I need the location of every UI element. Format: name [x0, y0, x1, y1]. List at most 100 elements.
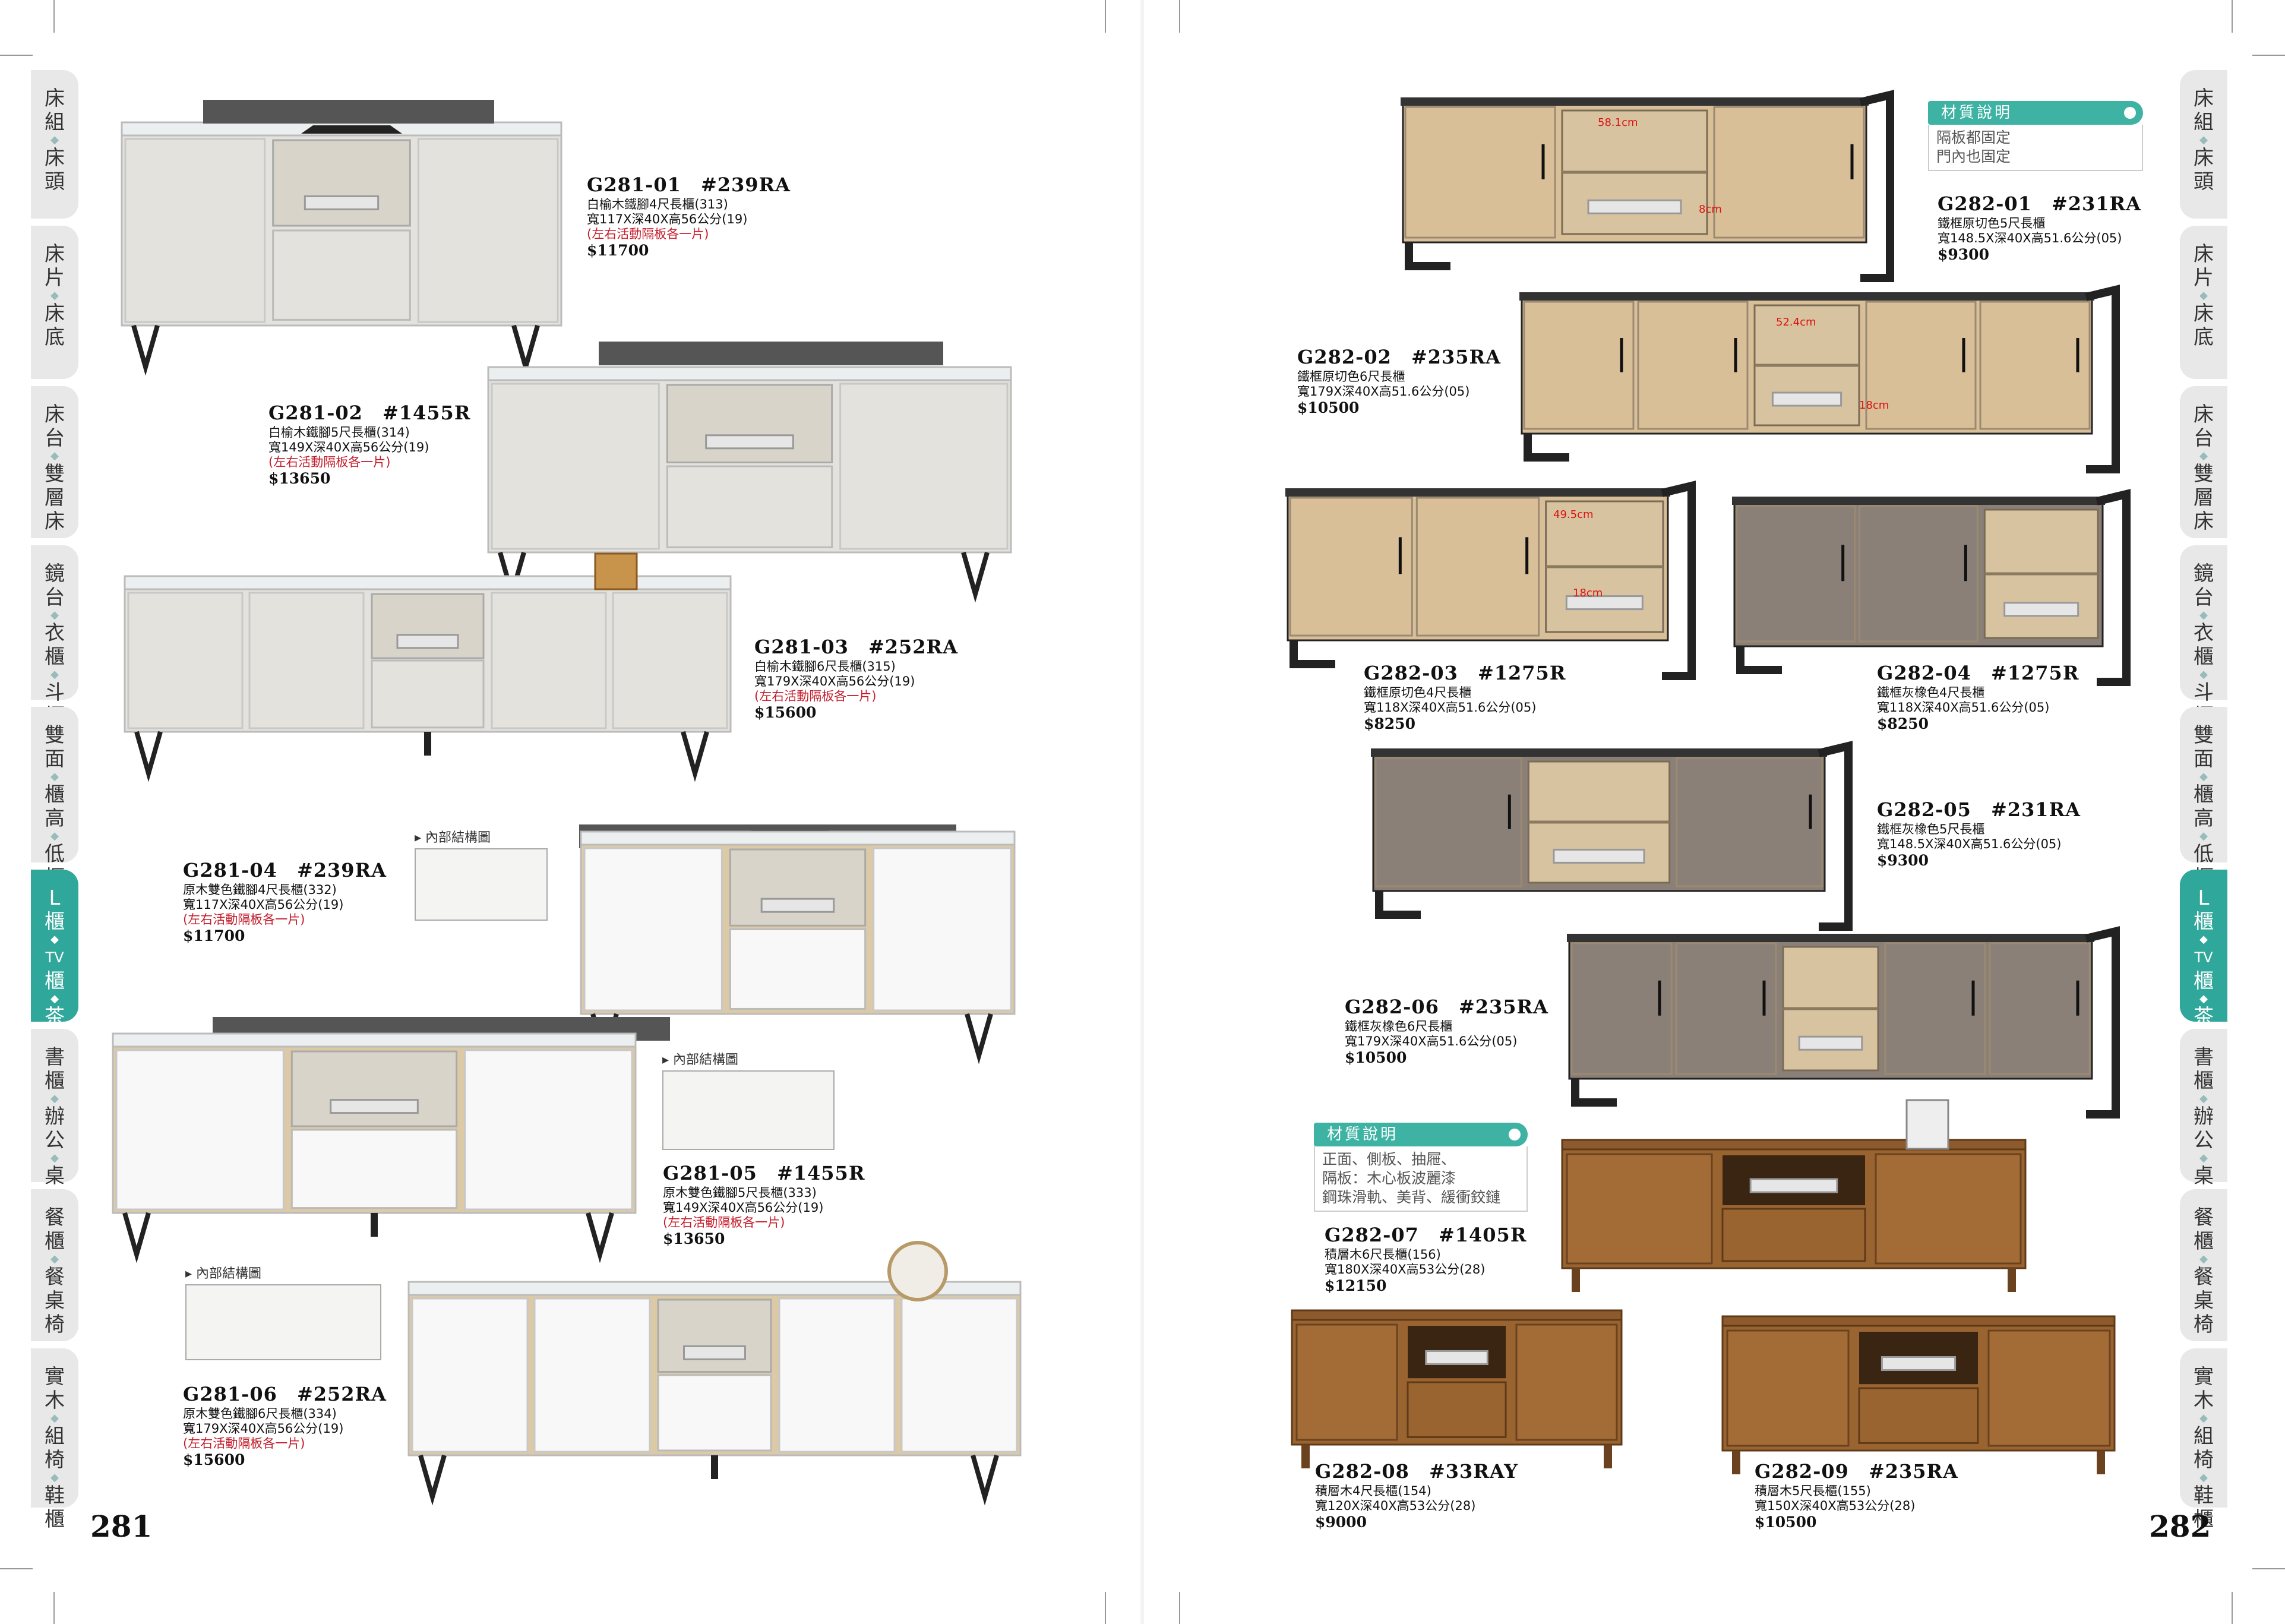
- product-size: 寬180X深40X高53公分(28): [1325, 1262, 1486, 1277]
- category-tab-char: 辦: [45, 1105, 65, 1129]
- category-tab[interactable]: 書櫃◆辦公◆桌書桌: [2180, 1029, 2227, 1236]
- dvd-player: [1565, 595, 1644, 611]
- category-tab[interactable]: 床片◆床底: [2180, 226, 2227, 379]
- iron-leg: [1290, 640, 1335, 668]
- dimension-label: 18cm: [1573, 587, 1603, 599]
- iron-leg: [1375, 891, 1421, 919]
- category-tab-char: 底: [2194, 326, 2214, 349]
- product-note: (左右活動隔板各一片): [663, 1215, 785, 1230]
- door: [1523, 301, 1635, 430]
- category-tab[interactable]: 實木◆組椅◆鞋櫃: [31, 1348, 78, 1531]
- category-tab[interactable]: 鏡台◆衣櫃◆斗櫃: [2180, 545, 2227, 728]
- category-tab-char: 斗: [45, 681, 65, 704]
- category-tab-char: 櫃: [2194, 910, 2214, 934]
- category-tab-char: 組: [45, 1424, 65, 1448]
- inner-structure-image: [185, 1284, 381, 1360]
- drawer: [290, 1129, 458, 1209]
- category-tab-char: 面: [45, 747, 65, 771]
- dvd-player: [1798, 1035, 1863, 1051]
- open-shelf: [657, 1298, 772, 1373]
- dvd-player: [304, 195, 380, 210]
- category-tab-char: 實: [45, 1365, 65, 1389]
- door: [1736, 505, 1856, 643]
- drawer: [1407, 1381, 1507, 1438]
- product-caption: G282-05 #231RA 鐵框灰橡色5尺長櫃 寬148.5X深40X高51.…: [1877, 795, 2081, 870]
- category-tab[interactable]: 床台◆雙層床: [2180, 386, 2227, 538]
- door: [1989, 942, 2091, 1075]
- dimension-label: 8cm: [1699, 203, 1722, 216]
- drawer: [1721, 1208, 1866, 1262]
- dvd-player: [1771, 391, 1842, 407]
- door: [1865, 301, 1977, 430]
- dvd-player: [683, 1345, 746, 1360]
- category-tab-char: 層: [45, 486, 65, 510]
- category-tab-char: 台: [45, 586, 65, 609]
- category-tab-char: 頭: [2194, 170, 2214, 194]
- product-size: 寬117X深40X高56公分(19): [183, 898, 344, 912]
- product-size: 寬148.5X深40X高51.6公分(05): [1877, 837, 2062, 851]
- product-note: (左右活動隔板各一片): [587, 227, 709, 241]
- product-code: G282-04 #1275R: [1877, 662, 2079, 684]
- category-tab-char: 餐: [2194, 1265, 2214, 1289]
- category-tab-char: 雙: [2194, 462, 2214, 486]
- wood-leg: [1572, 1268, 1580, 1292]
- category-tab[interactable]: 床組◆床頭: [31, 70, 78, 219]
- category-tab-char: 台: [2194, 586, 2214, 609]
- category-tab-char: TV: [2194, 949, 2213, 966]
- open-shelf: [290, 1050, 458, 1127]
- door: [417, 138, 559, 323]
- desk-clock: [594, 552, 638, 590]
- category-tab-char: 櫃: [2194, 1230, 2214, 1253]
- category-tab[interactable]: L櫃◆TV櫃◆茶几: [31, 870, 78, 1053]
- category-tab[interactable]: 床組◆床頭: [2180, 70, 2227, 219]
- wall-panel: [203, 100, 494, 124]
- category-tab-char: 床: [2194, 302, 2214, 326]
- category-tab[interactable]: 鏡台◆衣櫃◆斗櫃: [31, 545, 78, 728]
- category-tab-char: 櫃: [2194, 783, 2214, 807]
- category-tab[interactable]: 實木◆組椅◆鞋櫃: [2180, 1348, 2227, 1531]
- open-shelf: [666, 384, 833, 463]
- separator-dot: ◆: [2199, 1412, 2208, 1424]
- door: [1675, 942, 1777, 1075]
- door: [873, 847, 1012, 1012]
- category-tab[interactable]: 餐櫃◆餐桌椅: [2180, 1189, 2227, 1341]
- door: [115, 1049, 285, 1211]
- metal-leg: [511, 324, 540, 376]
- category-tab-char: 公: [45, 1129, 65, 1152]
- iron-frame: [1859, 90, 1894, 282]
- dvd-player: [1749, 1178, 1838, 1193]
- product-name: 鐵框灰橡色6尺長櫃: [1345, 1019, 1453, 1034]
- category-tab-char: 櫃: [45, 645, 65, 669]
- category-tab[interactable]: 餐櫃◆餐桌椅: [31, 1189, 78, 1341]
- wood-leg: [1301, 1445, 1310, 1468]
- iron-leg: [1524, 434, 1569, 462]
- product-name: 鐵框原切色6尺長櫃: [1297, 369, 1405, 384]
- category-tab[interactable]: 書櫃◆辦公◆桌書桌: [31, 1029, 78, 1236]
- iron-top: [1401, 97, 1869, 106]
- product-price: $10500: [1345, 1049, 1407, 1066]
- iron-frame: [1818, 741, 1853, 931]
- metal-leg: [586, 1212, 614, 1263]
- separator-dot: ◆: [50, 1253, 59, 1265]
- iron-leg: [1405, 242, 1450, 270]
- crop-mark: [2232, 1592, 2233, 1624]
- crop-mark: [1179, 0, 1180, 33]
- category-tab[interactable]: 床台◆雙層床: [31, 386, 78, 538]
- door: [1566, 1153, 1713, 1265]
- product-price: $10500: [1755, 1514, 1817, 1531]
- category-tab-char: 床: [45, 510, 65, 533]
- product-code: G282-02 #235RA: [1297, 346, 1501, 368]
- crop-mark: [1105, 0, 1106, 33]
- category-tab[interactable]: 床片◆床底: [31, 226, 78, 379]
- separator-dot: ◆: [50, 1092, 59, 1105]
- drawer: [657, 1374, 772, 1452]
- dimension-label: 52.4cm: [1776, 316, 1816, 328]
- category-tab-char: 床: [45, 242, 65, 266]
- category-tab-char: 鏡: [45, 562, 65, 586]
- product-size: 寬149X深40X高56公分(19): [663, 1200, 824, 1215]
- category-tab-char: 餐: [2194, 1206, 2214, 1230]
- product-name: 原木雙色鐵腳5尺長櫃(333): [663, 1186, 817, 1200]
- separator-dot: ◆: [2199, 1253, 2208, 1265]
- product-code: G281-06 #252RA: [183, 1383, 387, 1405]
- iron-frame: [2085, 926, 2120, 1119]
